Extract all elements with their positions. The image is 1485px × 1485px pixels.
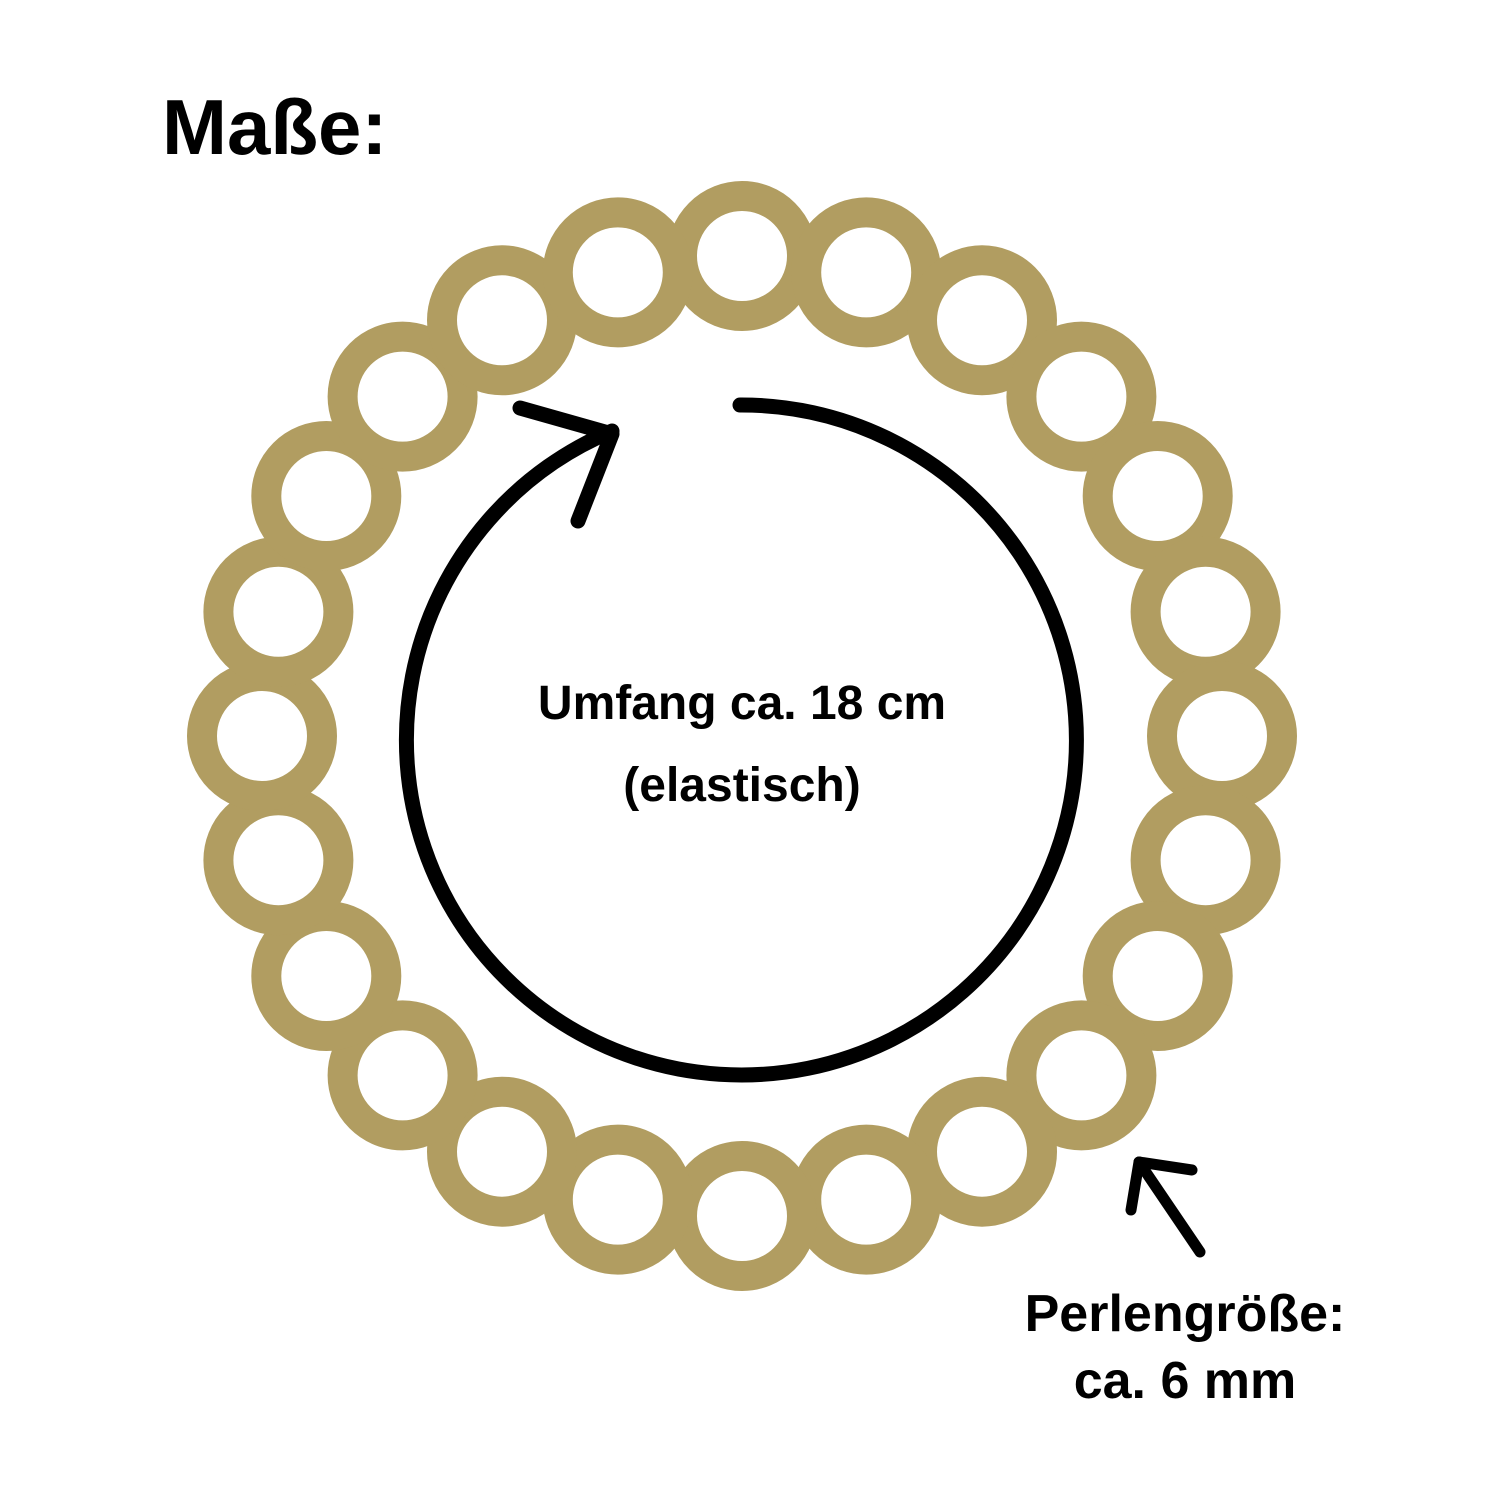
circumference-arrow-arc	[398, 397, 1084, 1083]
bead-size-label: Perlengröße:	[1024, 1285, 1346, 1343]
bead	[1006, 321, 1157, 472]
bead	[187, 661, 337, 811]
bead-size-pointer-arrowhead	[1125, 1156, 1198, 1216]
bead	[327, 1000, 478, 1151]
bead	[1130, 536, 1281, 687]
bead-size-pointer-arrow	[1133, 1156, 1206, 1258]
bead	[907, 245, 1057, 396]
bead	[1006, 1000, 1157, 1151]
bead-ring	[187, 181, 1297, 1291]
bead	[427, 1076, 577, 1227]
page-title: Maße:	[162, 83, 388, 171]
circumference-note: (elastisch)	[623, 759, 861, 812]
bead	[667, 181, 817, 331]
bead	[791, 1124, 942, 1275]
bead	[203, 785, 354, 936]
bead	[327, 321, 478, 472]
bead	[1082, 901, 1233, 1051]
circumference-arrowhead	[512, 400, 620, 529]
bead-size-value: ca. 6 mm	[1073, 1352, 1297, 1410]
bead	[542, 197, 693, 348]
bead	[1147, 661, 1297, 811]
bead	[251, 421, 402, 571]
circumference-label: Umfang ca. 18 cm	[537, 677, 947, 730]
bead	[667, 1141, 817, 1291]
